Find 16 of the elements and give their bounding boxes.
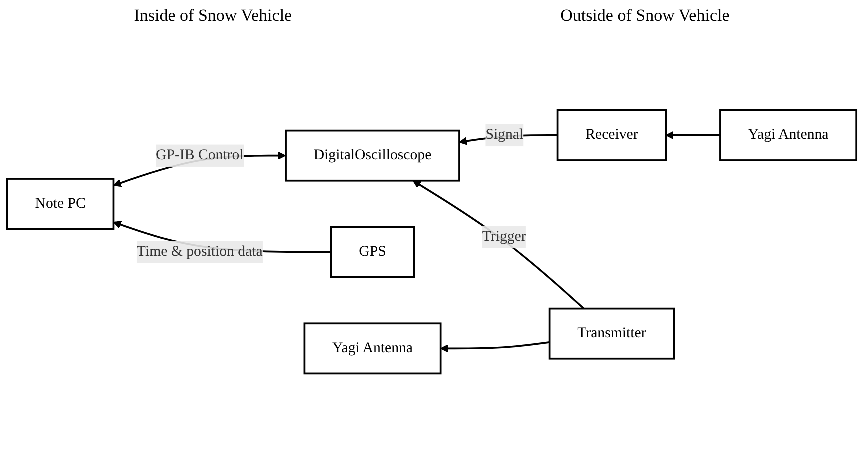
node-box: Receiver <box>556 109 668 162</box>
node-box: DigitalOscilloscope <box>285 130 460 182</box>
node-box: GPS <box>330 226 416 278</box>
edge-label: Trigger <box>482 228 526 245</box>
region-heading: Outside of Snow Vehicle <box>560 6 730 26</box>
arrow <box>666 131 720 140</box>
edge-label: Time & position data <box>136 244 263 260</box>
arrow <box>412 180 585 310</box>
node-box: Note PC <box>6 178 115 230</box>
region-heading: Inside of Snow Vehicle <box>134 6 292 26</box>
edge-label: Signal <box>486 127 524 143</box>
node-box: Transmitter <box>548 308 676 360</box>
node-box: Yagi Antenna <box>304 322 442 375</box>
node-box: Yagi Antenna <box>720 109 858 162</box>
arrow <box>440 341 550 353</box>
edge-label: GP-IB Control <box>156 147 244 164</box>
